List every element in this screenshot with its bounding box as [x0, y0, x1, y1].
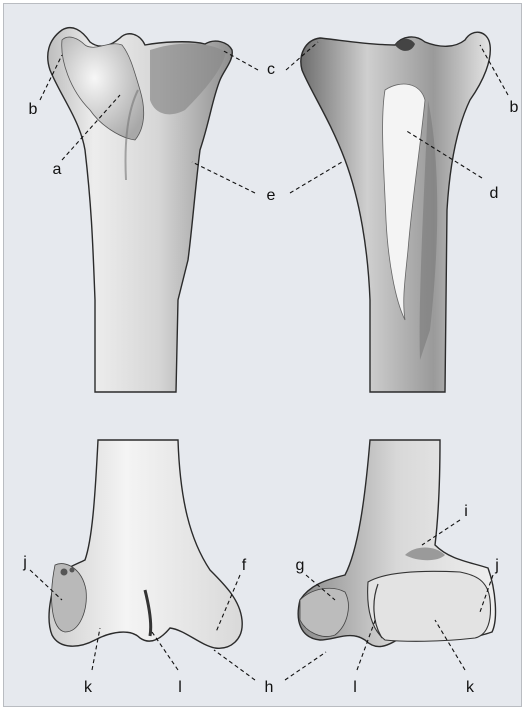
label-e: e [267, 188, 276, 204]
label-a: a [53, 162, 62, 178]
proximal-bone-right [301, 32, 490, 392]
distal-bone-right [298, 440, 495, 647]
label-b-right: b [510, 100, 519, 116]
label-l-right: l [353, 680, 357, 696]
distal-left-foramen [61, 569, 68, 576]
label-g: g [296, 558, 305, 574]
label-j-left: j [23, 555, 27, 571]
distal-right-condyle [368, 571, 491, 641]
leader-e-left [192, 162, 255, 193]
leader-h-right [285, 652, 326, 680]
label-i: i [464, 504, 468, 520]
leader-h-left [214, 650, 255, 680]
label-d: d [490, 186, 499, 202]
label-c: c [267, 62, 275, 78]
label-h: h [265, 680, 274, 696]
distal-left-foramen-2 [70, 568, 75, 573]
label-k-right: k [466, 680, 474, 696]
label-f: f [242, 558, 246, 574]
label-j-right: j [495, 558, 499, 574]
leader-e-right [290, 162, 342, 193]
label-l-left: l [178, 680, 182, 696]
distal-bone-left [49, 440, 242, 648]
label-k-left: k [84, 680, 92, 696]
label-b-left: b [29, 102, 38, 118]
proximal-bone-left [48, 28, 233, 392]
distal-right-epicondyle [300, 588, 348, 636]
